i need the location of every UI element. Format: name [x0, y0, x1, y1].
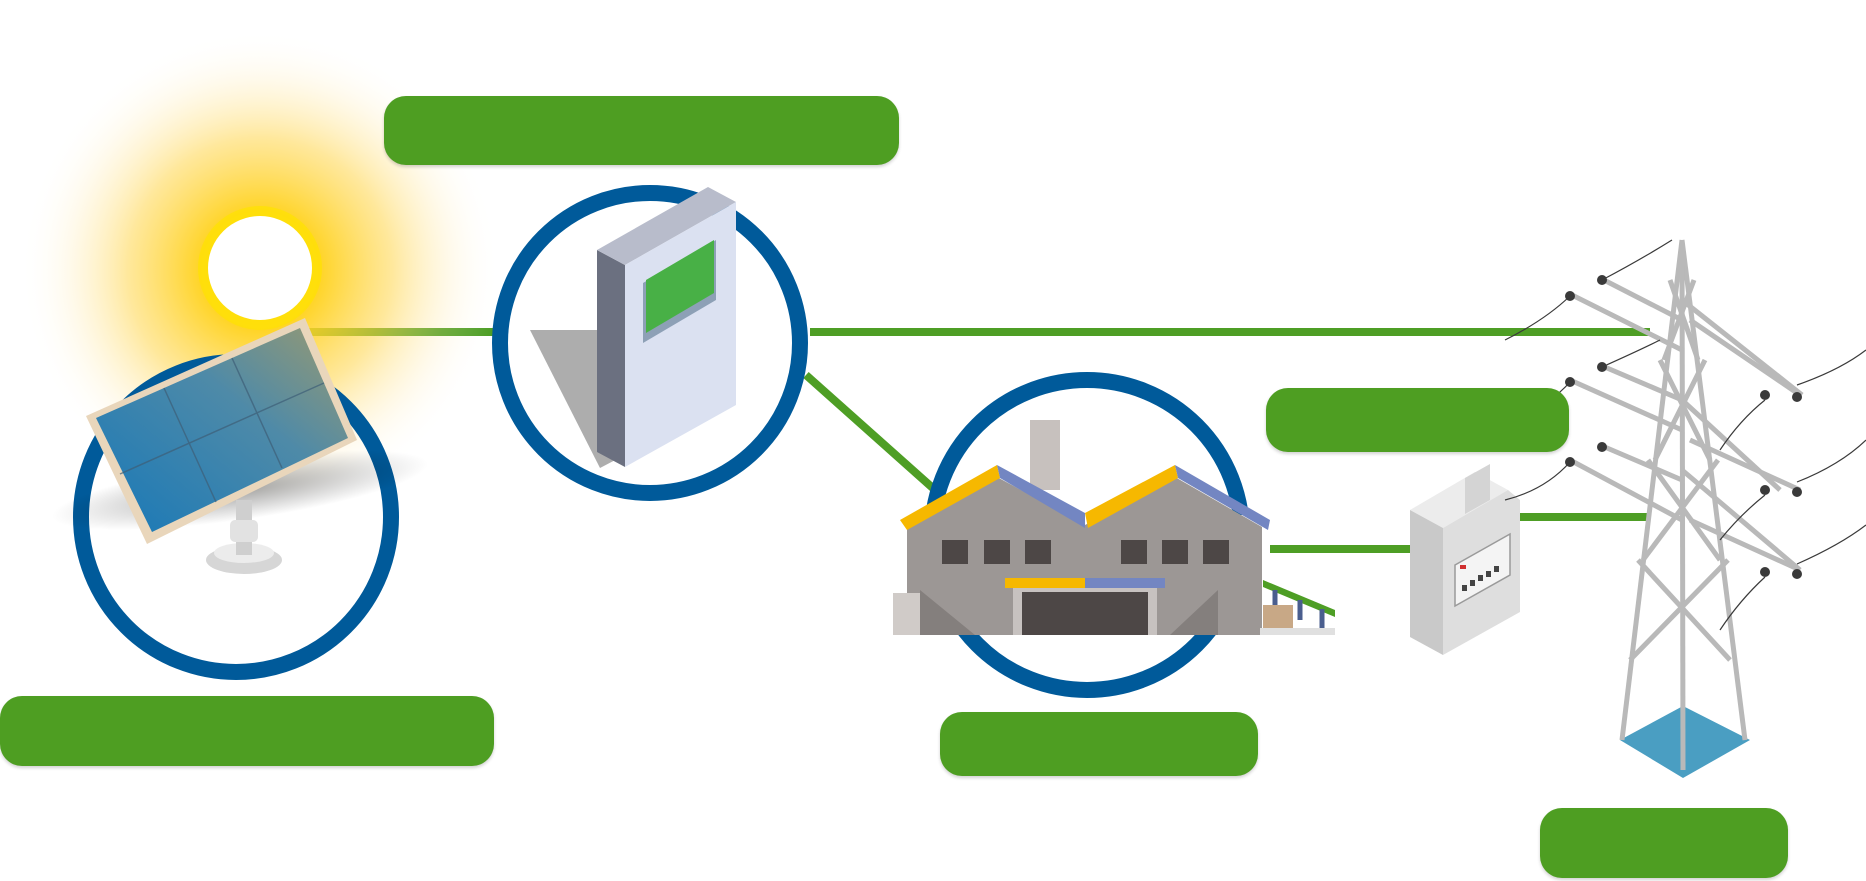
factory-icon — [893, 420, 1335, 635]
label-solar-panel — [0, 696, 494, 766]
label-meter — [1266, 388, 1569, 452]
power-pylon-icon — [1504, 239, 1866, 778]
inverter-icon — [530, 187, 736, 468]
label-inverter — [384, 96, 899, 165]
label-factory — [940, 712, 1258, 776]
inverter-ring — [492, 185, 808, 501]
sun-icon — [198, 206, 322, 330]
connector-inverter-factory — [803, 372, 938, 493]
label-grid — [1540, 808, 1788, 878]
electricity-meter-icon — [1410, 464, 1520, 655]
solar-panel-icon — [51, 318, 429, 574]
